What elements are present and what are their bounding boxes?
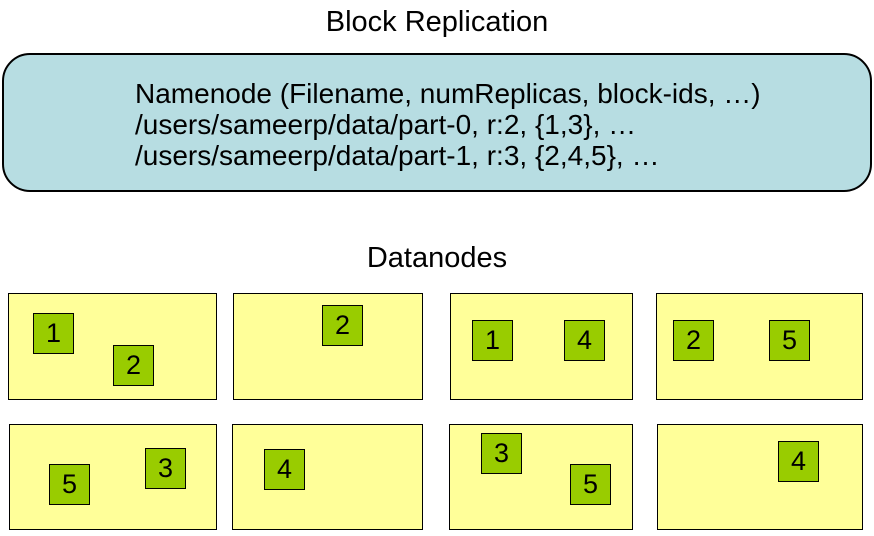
block-square: 3	[481, 433, 522, 474]
datanode-box-5: 5 3	[9, 424, 217, 530]
namenode-header-line: Namenode (Filename, numReplicas, block-i…	[135, 78, 761, 109]
namenode-box: Namenode (Filename, numReplicas, block-i…	[2, 53, 872, 192]
datanodes-label: Datanodes	[366, 242, 508, 274]
datanode-box-7: 3 5	[449, 424, 633, 530]
block-square: 2	[673, 320, 714, 361]
datanode-box-3: 1 4	[450, 293, 633, 400]
namenode-record: Namenode (Filename, numReplicas, block-i…	[135, 78, 761, 171]
block-square: 3	[145, 448, 186, 489]
datanode-box-8: 4	[657, 424, 863, 530]
block-square: 1	[33, 313, 74, 354]
datanode-box-2: 2	[233, 293, 423, 400]
namenode-file-entry-1: /users/sameerp/data/part-1, r:3, {2,4,5}…	[135, 140, 660, 171]
diagram-title: Block Replication	[325, 6, 549, 38]
datanode-box-1: 1 2	[8, 293, 217, 400]
datanode-box-4: 2 5	[656, 293, 863, 400]
namenode-file-entry-0: /users/sameerp/data/part-0, r:2, {1,3}, …	[135, 109, 637, 140]
block-square: 5	[570, 464, 611, 505]
block-square: 2	[113, 345, 154, 386]
datanode-box-6: 4	[232, 424, 423, 530]
block-square: 1	[472, 320, 513, 361]
block-square: 4	[564, 320, 605, 361]
block-square: 5	[49, 464, 90, 505]
block-square: 4	[264, 449, 305, 490]
block-square: 5	[769, 320, 810, 361]
block-square: 4	[778, 441, 819, 482]
block-square: 2	[322, 305, 363, 346]
